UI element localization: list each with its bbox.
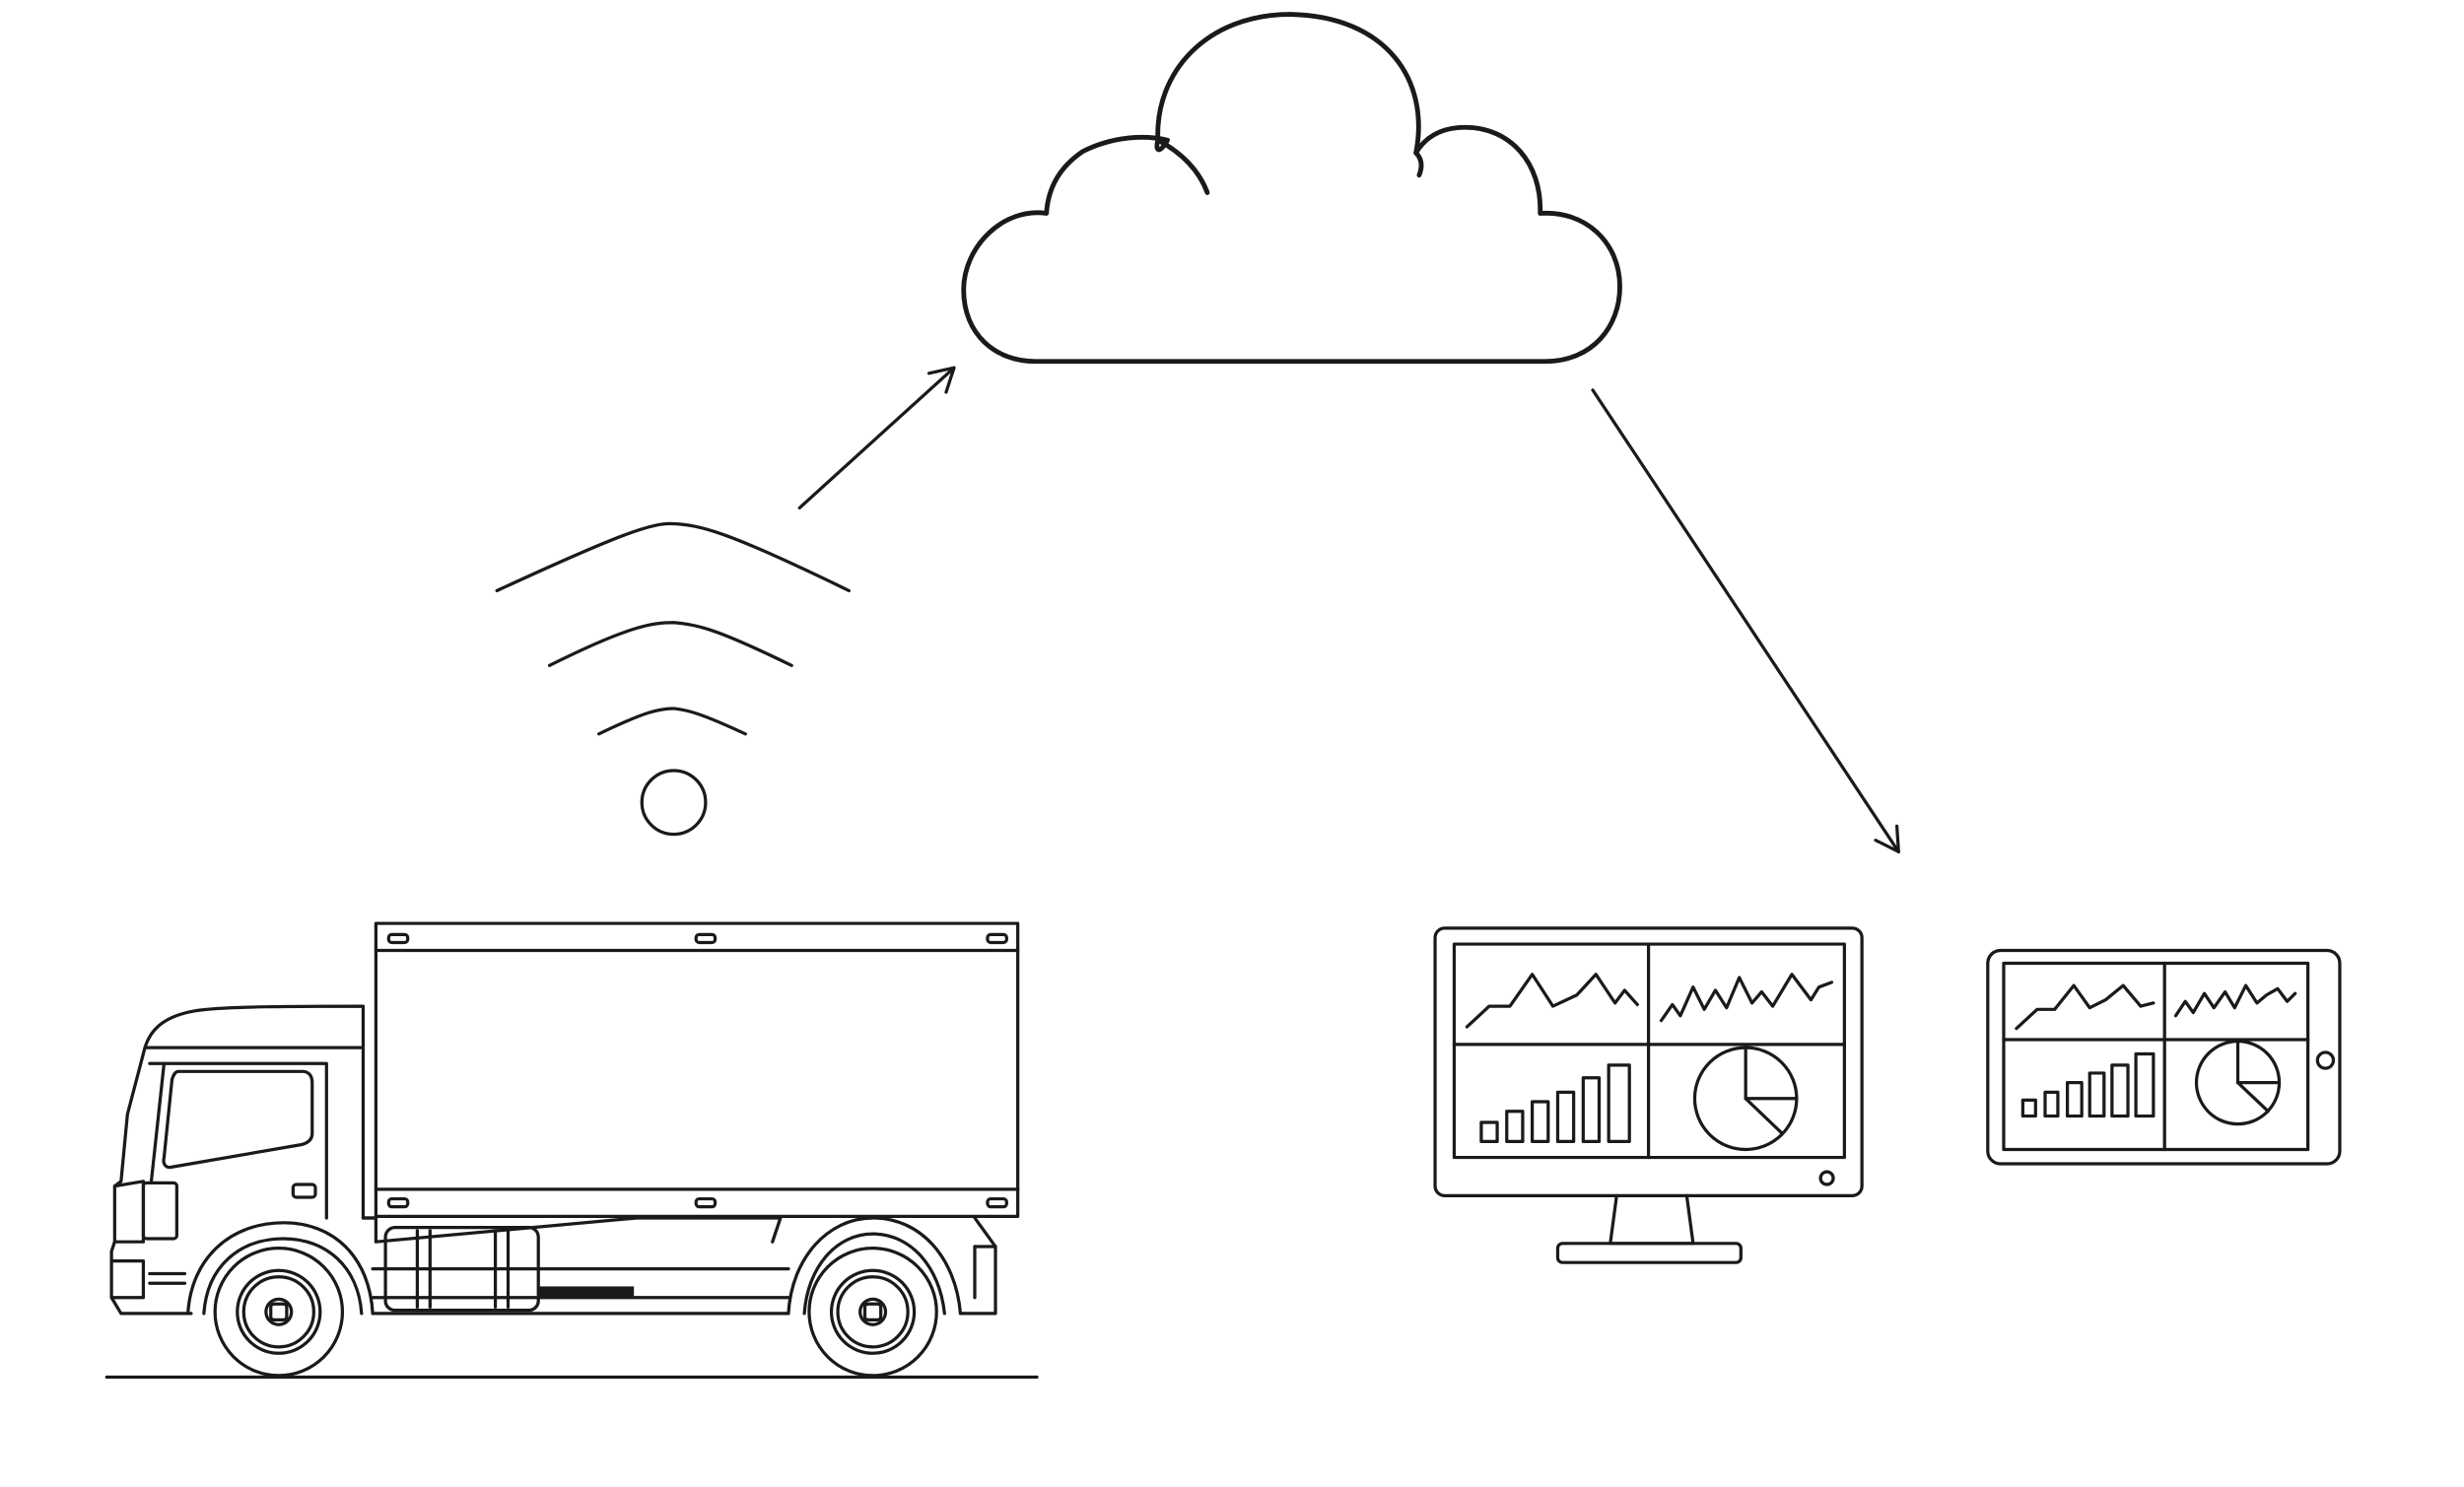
tablet-pie-chart [2194, 1040, 2282, 1126]
tablet-line-chart-2 [2173, 983, 2297, 1018]
cloud-icon [961, 12, 1622, 365]
monitor-line-chart-2 [1659, 973, 1834, 1023]
monitor-dashboard-icon [1433, 926, 1864, 1264]
rear-wheel [807, 1247, 938, 1378]
monitor-pie-chart [1692, 1046, 1799, 1152]
monitor-bar-chart [1479, 1063, 1631, 1144]
edge-signal-to-cloud [797, 366, 956, 510]
wifi-signal-icon [495, 521, 851, 837]
front-wheel [213, 1247, 345, 1378]
tablet-bar-chart [2020, 1051, 2156, 1118]
tablet-line-chart-1 [2015, 983, 2156, 1031]
monitor-line-chart-1 [1465, 973, 1639, 1029]
edge-cloud-to-devices [1591, 388, 1900, 853]
tablet-dashboard-icon [1986, 948, 2342, 1166]
truck-icon [104, 921, 1039, 1380]
